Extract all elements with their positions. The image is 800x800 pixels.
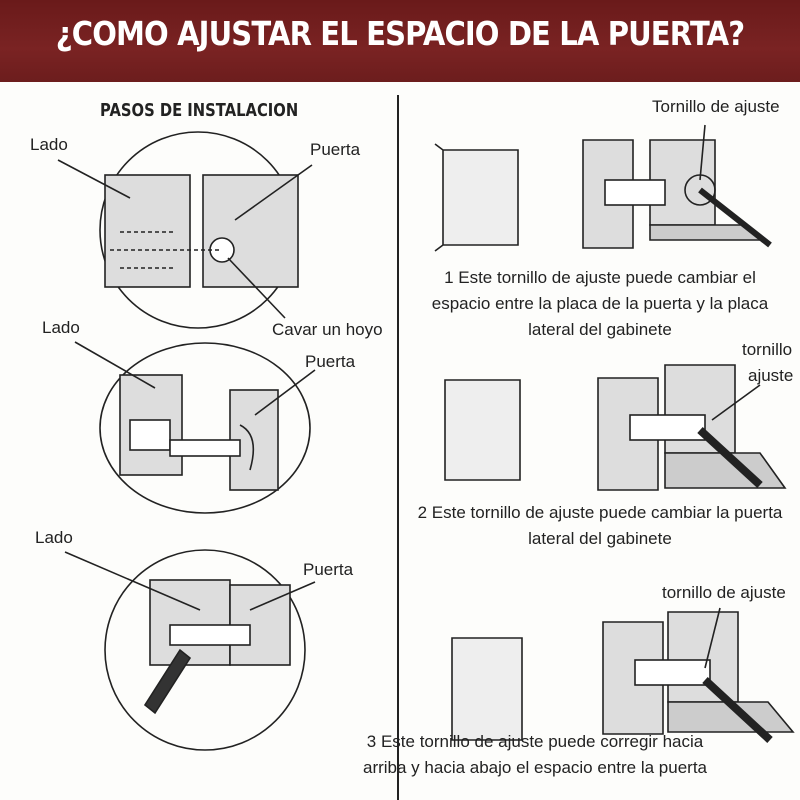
door-panel [202, 174, 299, 288]
label-side-3: Lado [35, 528, 73, 547]
label-hole: Cavar un hoyo [272, 320, 383, 339]
caption-2: 2 Este tornillo de ajuste puede cambiar … [400, 500, 800, 552]
label-door-2: Puerta [305, 352, 356, 371]
page-title: ¿COMO AJUSTAR EL ESPACIO DE LA PUERTA? [55, 14, 745, 53]
caption-1-line: lateral del gabinete [528, 320, 672, 339]
side-panel [104, 174, 191, 288]
caption-3: 3 Este tornillo de ajuste puede corregir… [335, 729, 735, 781]
header-banner [0, 0, 800, 82]
label-side-2: Lado [42, 318, 80, 337]
label-side-1: Lado [30, 135, 68, 154]
caption-1-line: 1 Este tornillo de ajuste puede cambiar … [444, 268, 756, 287]
label-adjust-screw-1: Tornillo de ajuste [652, 97, 780, 116]
caption-3-line: arriba y hacia abajo el espacio entre la… [363, 758, 707, 777]
steps-title: PASOS DE INSTALACION [100, 100, 299, 121]
label-door-3: Puerta [303, 560, 354, 579]
label-adjust-screw-2a: tornillo [742, 340, 793, 359]
caption-1-line: espacio entre la placa de la puerta y la… [431, 294, 769, 313]
step3-circle [104, 549, 306, 751]
label-adjust-screw-3: tornillo de ajuste [662, 583, 786, 602]
caption-1: 1 Este tornillo de ajuste puede cambiar … [400, 265, 800, 343]
caption-2-line: 2 Este tornillo de ajuste puede cambiar … [417, 503, 783, 522]
caption-3-line: 3 Este tornillo de ajuste puede corregir… [366, 732, 704, 751]
step2-circle [99, 342, 311, 514]
label-adjust-screw-2b: ajuste [748, 366, 794, 385]
caption-2-line: lateral del gabinete [528, 529, 672, 548]
hole-icon [209, 237, 235, 263]
label-door-1: Puerta [310, 140, 361, 159]
